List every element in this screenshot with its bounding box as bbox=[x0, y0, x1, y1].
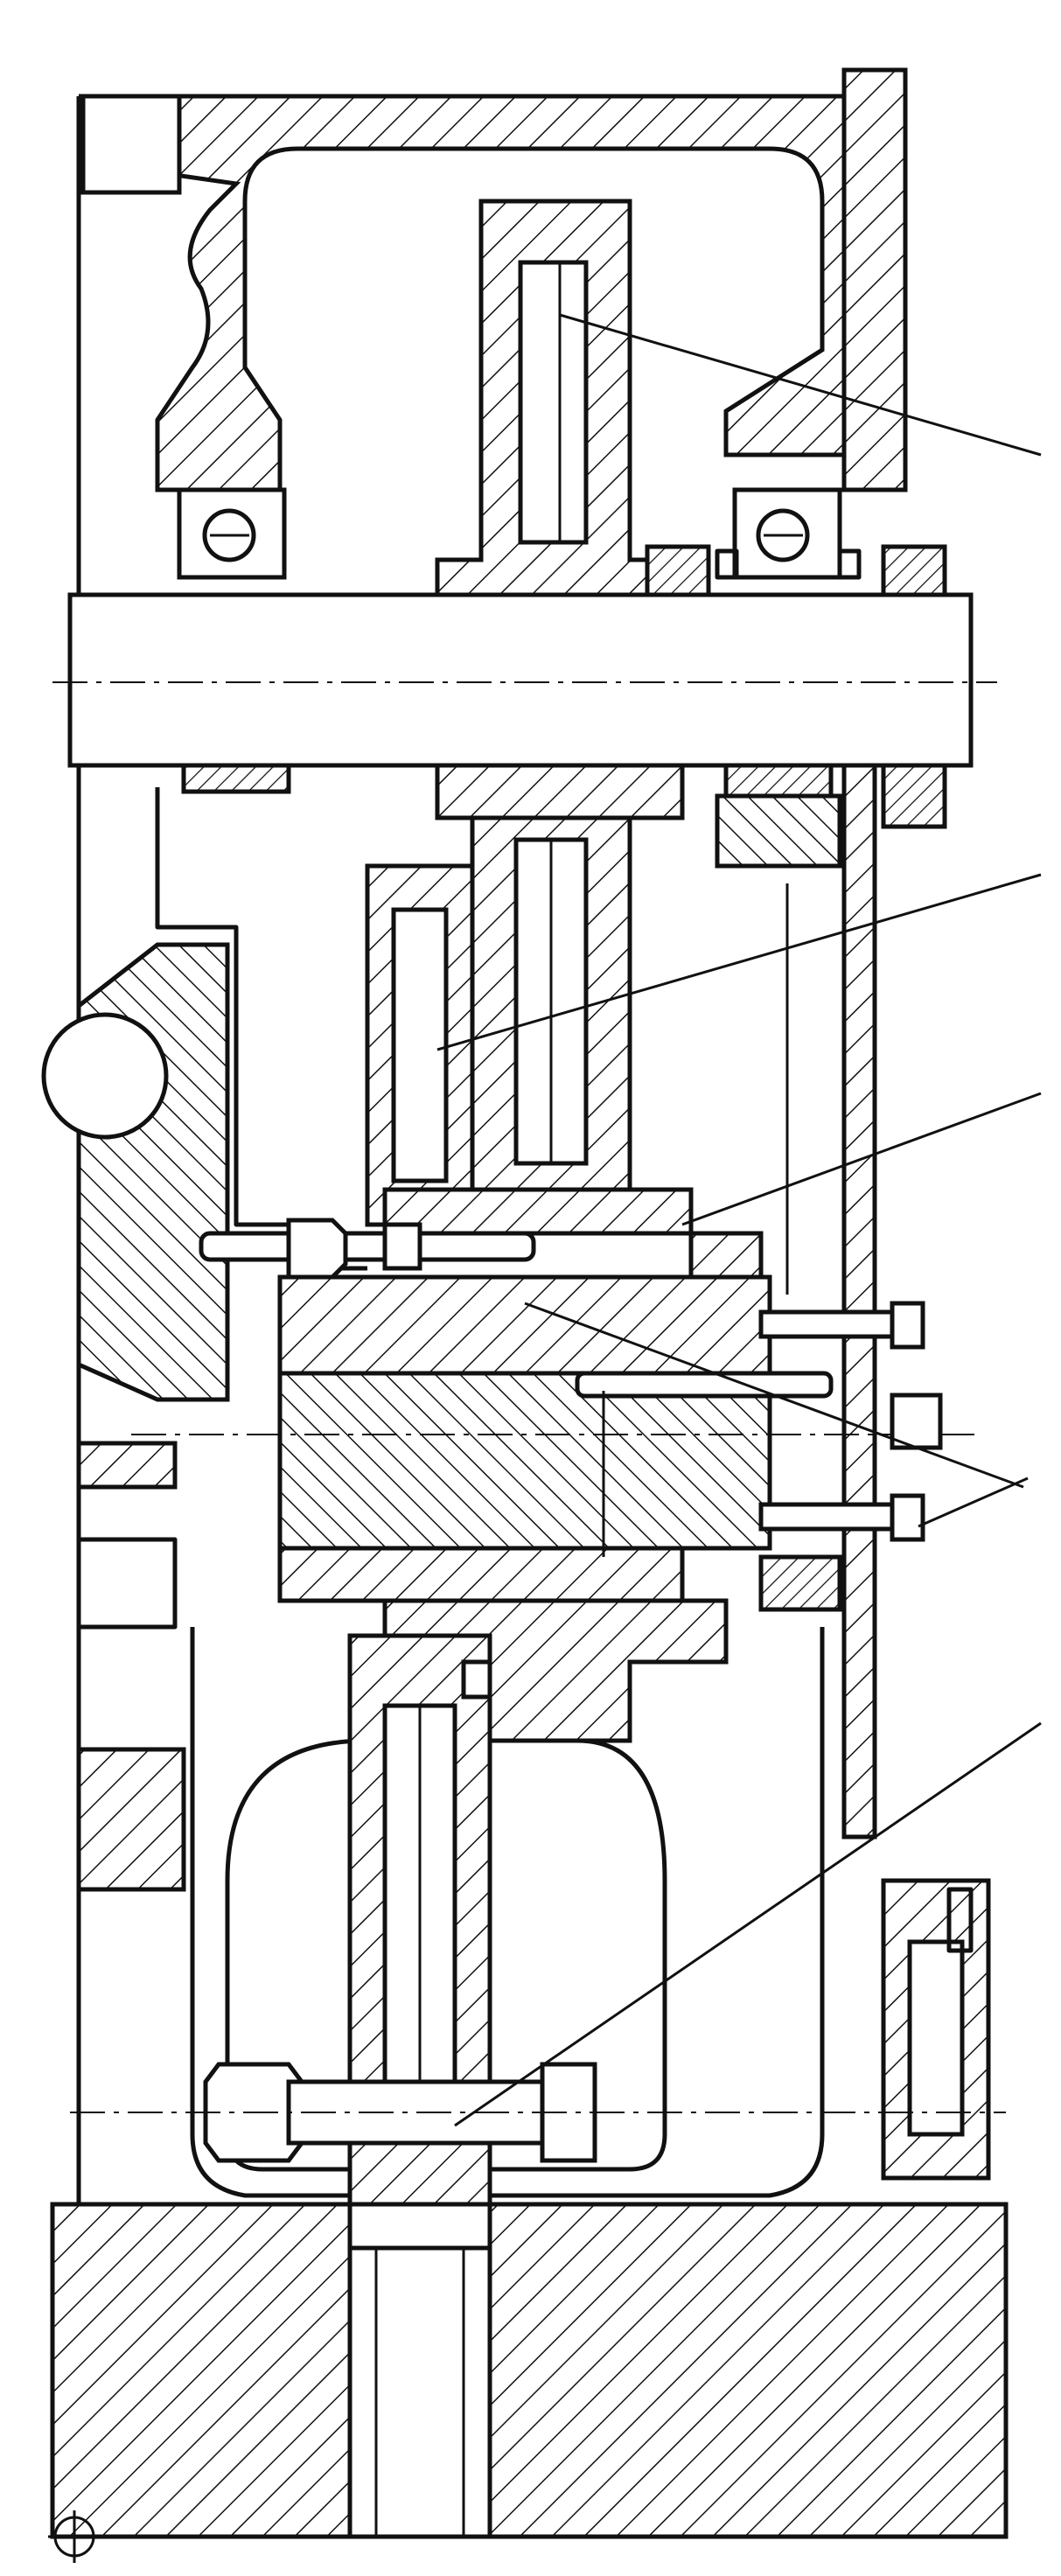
gear-icon-lower bbox=[347, 1633, 492, 2207]
base-slot bbox=[347, 2245, 492, 2539]
housing-right-plate-top bbox=[841, 67, 908, 492]
spacer-ring-upper-2 bbox=[881, 544, 947, 602]
top-cover-pocket bbox=[80, 94, 182, 195]
bearing-housing-lower-right bbox=[881, 1878, 991, 2181]
spacer-small-upper-2 bbox=[837, 548, 862, 580]
spacer-ring-middle bbox=[758, 1554, 842, 1612]
bolt-icon-right-3 bbox=[758, 1493, 925, 1542]
gear-pin bbox=[461, 1659, 492, 1700]
callout-leaders bbox=[436, 313, 1042, 2127]
bolt-icon-right-2 bbox=[575, 1371, 943, 1450]
bolt-icon-right-1 bbox=[758, 1301, 925, 1350]
base-plate bbox=[50, 2112, 1009, 2539]
datum-mark bbox=[48, 2510, 101, 2563]
housing-bore-left bbox=[41, 1012, 169, 1140]
housing-top-cover bbox=[79, 94, 860, 492]
gear-icon-small bbox=[365, 863, 475, 1227]
bearing-icon bbox=[177, 487, 842, 580]
spacer-small-upper bbox=[715, 548, 739, 580]
gear-icon bbox=[435, 199, 685, 606]
shaft-icon bbox=[52, 592, 997, 768]
bolt-icon bbox=[199, 1218, 536, 1280]
housing-left-frame bbox=[41, 96, 230, 2274]
spacer-ring-upper-1 bbox=[645, 544, 711, 602]
